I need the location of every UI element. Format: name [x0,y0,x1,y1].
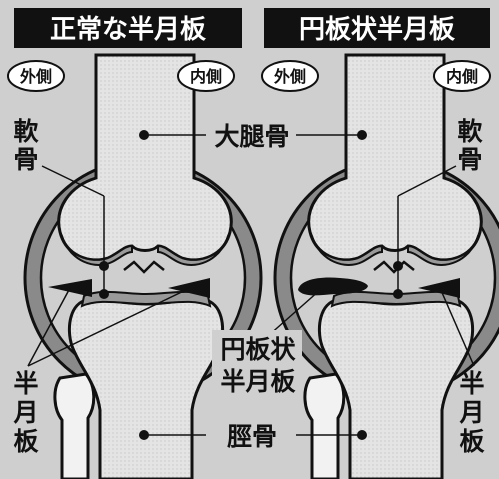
fibula-bone [305,374,344,479]
label-cartilage-right-2: 骨 [457,145,482,174]
title-discoid: 円板状半月板 [299,15,455,45]
marker-tibia [357,430,367,440]
badge-inner-right: 内側 [434,61,490,91]
svg-text:外側: 外側 [19,67,52,86]
marker-femur [139,130,149,140]
badge-inner-left: 内側 [178,61,234,91]
panel-normal [25,55,261,479]
label-cartilage-left-2: 骨 [13,145,38,174]
label-meniscus-left-3: 板 [13,427,38,456]
label-femur: 大腿骨 [214,122,289,151]
label-tibia: 脛骨 [227,422,277,451]
label-discoid-line1: 円板状 [220,335,296,364]
marker-cartilage-lower [99,289,109,299]
label-cartilage-left-1: 軟 [13,117,39,146]
label-meniscus-left-1: 半 [13,369,38,398]
badge-outer-left: 外側 [8,61,64,91]
svg-text:内側: 内側 [190,67,222,86]
label-cartilage-right-1: 軟 [457,117,483,146]
badge-outer-right: 外側 [262,61,318,91]
title-normal: 正常な半月板 [50,15,206,45]
label-meniscus-left-2: 月 [12,398,38,427]
label-discoid-line2: 半月板 [220,367,295,396]
marker-cartilage-lower [393,289,403,299]
fibula-bone [55,374,94,479]
svg-text:外側: 外側 [273,67,306,86]
marker-cartilage-upper [393,261,403,271]
marker-tibia [139,430,149,440]
label-meniscus-right-2: 月 [458,398,484,427]
marker-cartilage-upper [99,261,109,271]
label-meniscus-right-1: 半 [459,369,484,398]
label-meniscus-right-3: 板 [459,427,484,456]
svg-text:内側: 内側 [446,67,478,86]
marker-femur [357,130,367,140]
